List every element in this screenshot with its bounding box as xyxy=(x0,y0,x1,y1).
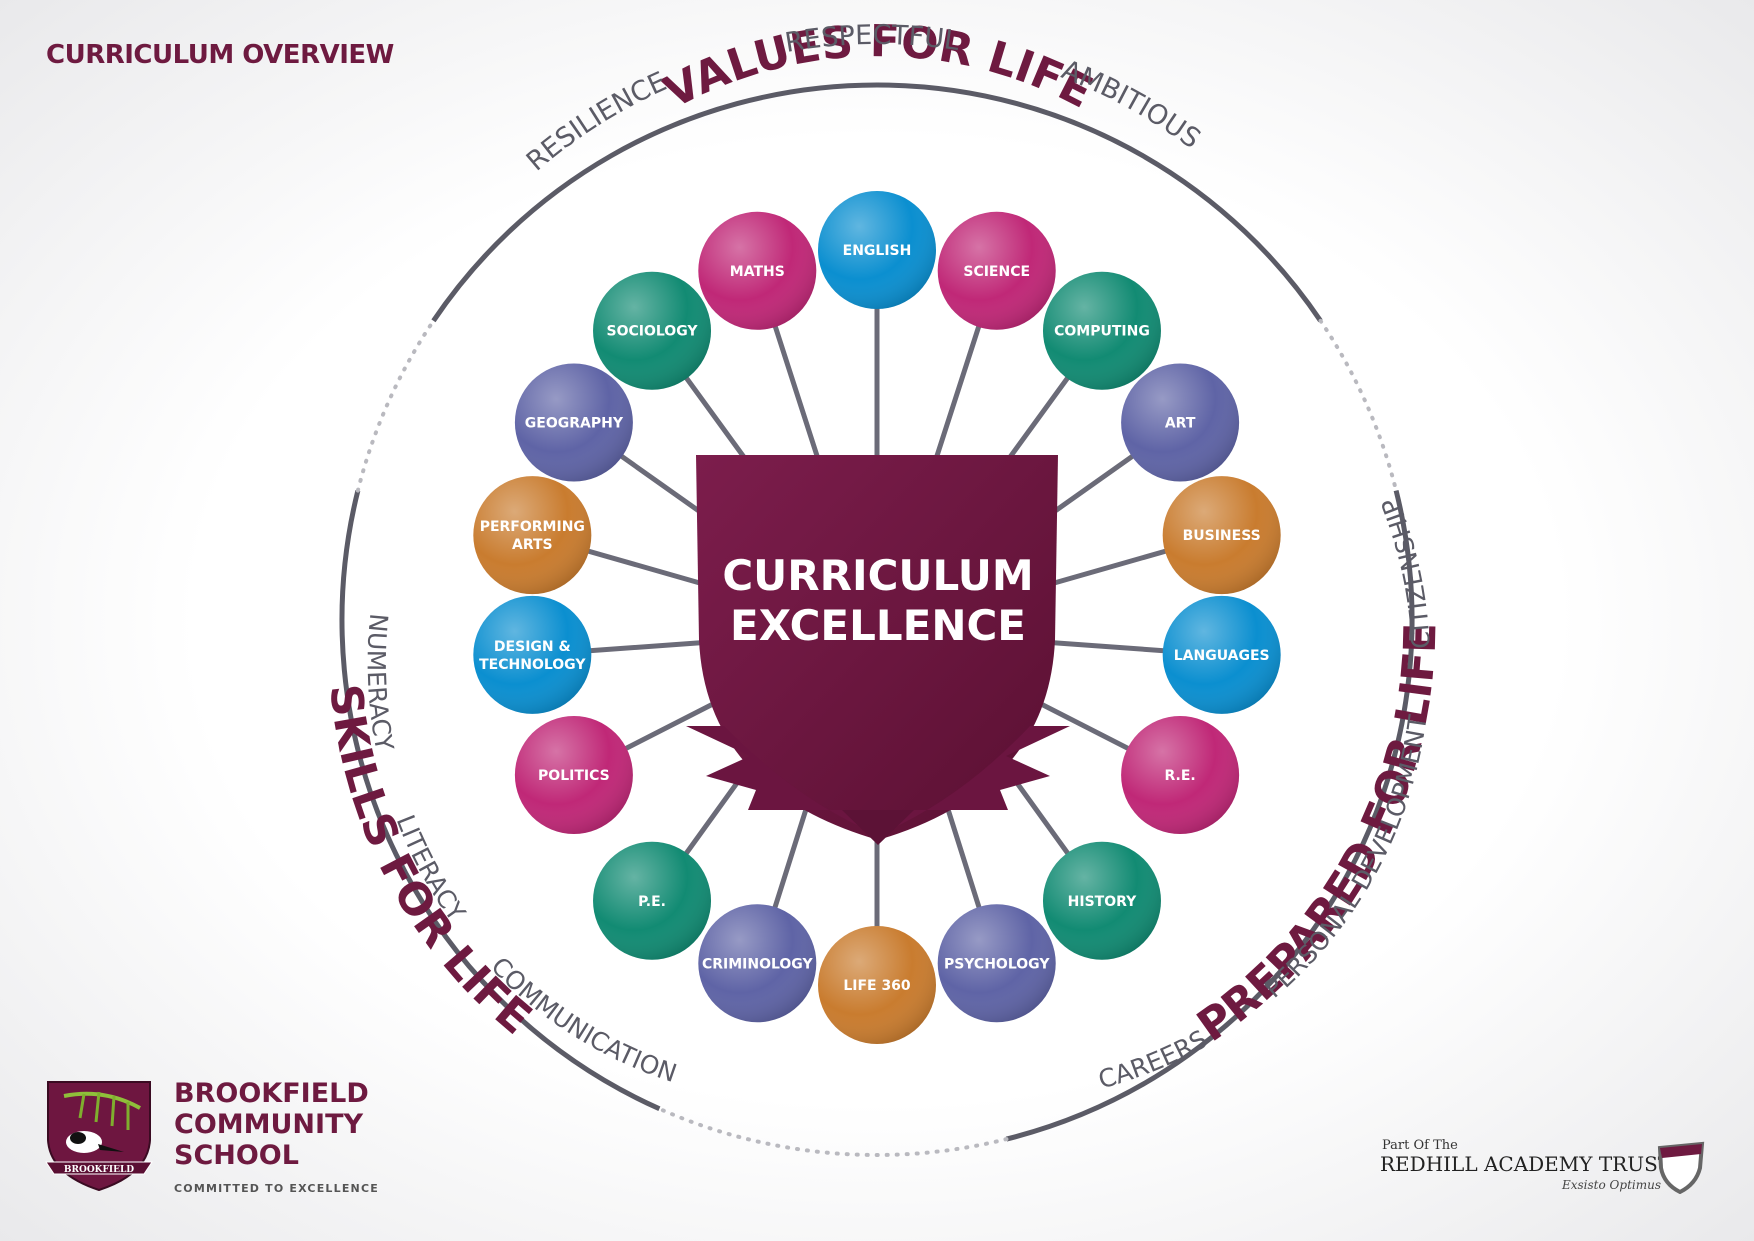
page-title: CURRICULUM OVERVIEW xyxy=(46,40,394,70)
subject-circle-shine xyxy=(593,841,712,960)
subject-label: GEOGRAPHY xyxy=(525,416,624,432)
value-item: RESILIENCE xyxy=(521,66,672,177)
subject-label: CRIMINOLOGY xyxy=(702,956,814,972)
subject-bubble: LANGUAGES xyxy=(1162,595,1281,714)
subject-circle-shine xyxy=(473,476,592,595)
dotted-ring-arc xyxy=(1318,318,1399,493)
subject-label: P.E. xyxy=(638,894,666,910)
subject-circle-shine xyxy=(937,904,1056,1023)
subject-bubble: R.E. xyxy=(1121,716,1240,834)
subject-label: POLITICS xyxy=(538,768,610,784)
subject-bubbles: ENGLISH SCIENCE COMPUTING ART BUSINESS LANGUA… xyxy=(473,191,1281,1044)
subject-bubble: LIFE 360 xyxy=(818,926,936,1044)
subject-bubble: SOCIOLOGY xyxy=(593,271,712,390)
trust-motto: Exsisto Optimus xyxy=(1562,1178,1661,1192)
subject-bubble: HISTORY xyxy=(1042,841,1161,960)
values-ring-arc xyxy=(431,82,1323,323)
trust-name: REDHILL ACADEMY TRUST xyxy=(1380,1152,1672,1176)
subject-bubble: PSYCHOLOGY xyxy=(937,904,1056,1023)
shield-line-1: CURRICULUM xyxy=(722,551,1033,600)
subject-circle-shine xyxy=(1042,841,1161,960)
subject-circle-shine xyxy=(698,904,817,1023)
subject-bubble: DESIGN &TECHNOLOGY xyxy=(473,595,592,714)
subject-bubble: P.E. xyxy=(593,841,712,960)
subject-circle-shine xyxy=(514,363,633,482)
shield-line-2: EXCELLENCE xyxy=(730,601,1026,650)
subject-bubble: GEOGRAPHY xyxy=(514,363,633,482)
subject-circle-shine xyxy=(698,211,817,330)
subject-bubble: ART xyxy=(1121,363,1240,482)
subject-bubble: COMPUTING xyxy=(1042,271,1161,390)
subject-circle-shine xyxy=(1162,476,1281,595)
prepared-item: CITIZENSHIP xyxy=(1376,494,1436,650)
crest-banner-text: BROOKFIELD xyxy=(64,1165,134,1175)
subject-circle-shine xyxy=(1121,363,1240,482)
prepared-item: CAREERS xyxy=(1095,1024,1212,1094)
subject-bubble: POLITICS xyxy=(514,716,633,834)
subject-circle-shine xyxy=(818,191,936,309)
subject-label: ART xyxy=(1165,416,1196,432)
trust-logo: Part Of The REDHILL ACADEMY TRUST Exsist… xyxy=(1380,1138,1710,1198)
subject-circle-shine xyxy=(1042,271,1161,390)
subject-circle-shine xyxy=(818,926,936,1044)
trust-shield-icon xyxy=(1657,1141,1705,1194)
subject-circle-shine xyxy=(514,716,633,834)
subject-label: SOCIOLOGY xyxy=(607,324,699,340)
school-crest-icon: BROOKFIELD xyxy=(45,1081,153,1192)
outer-rings xyxy=(339,82,1415,1158)
subject-label: SCIENCE xyxy=(963,264,1030,280)
subject-label: MATHS xyxy=(730,264,785,280)
subject-circle-shine xyxy=(937,211,1056,330)
subject-bubble: SCIENCE xyxy=(937,211,1056,330)
subject-bubble: MATHS xyxy=(698,211,817,330)
dotted-ring-arc xyxy=(657,1106,1009,1158)
subject-bubble: CRIMINOLOGY xyxy=(698,904,817,1023)
subject-circle-shine xyxy=(1121,716,1240,834)
curriculum-shield: CURRICULUM EXCELLENCE xyxy=(686,455,1070,845)
subject-label: PSYCHOLOGY xyxy=(944,956,1050,972)
subject-label: ENGLISH xyxy=(843,243,912,259)
subject-label: COMPUTING xyxy=(1054,324,1150,340)
dotted-ring-arc xyxy=(355,318,436,493)
skill-item: NUMERACY xyxy=(362,612,400,754)
subject-circle-shine xyxy=(473,595,592,714)
subject-label: LANGUAGES xyxy=(1174,648,1270,664)
subject-label: HISTORY xyxy=(1068,894,1137,910)
subject-label: BUSINESS xyxy=(1183,528,1261,544)
subject-label: R.E. xyxy=(1164,768,1195,784)
subject-bubble: ENGLISH xyxy=(818,191,936,309)
subject-label: LIFE 360 xyxy=(843,978,911,994)
subject-circle-shine xyxy=(1162,595,1281,714)
subject-label: DESIGN &TECHNOLOGY xyxy=(479,639,586,673)
skills-ring-arc xyxy=(339,489,661,1112)
prepared-ring-arc xyxy=(1005,489,1415,1142)
subject-circle-shine xyxy=(593,271,712,390)
trust-pre-text: Part Of The xyxy=(1382,1138,1458,1153)
school-name: BROOKFIELD COMMUNITY SCHOOL xyxy=(174,1078,369,1171)
school-motto: COMMITTED TO EXCELLENCE xyxy=(174,1182,379,1195)
subject-bubble: BUSINESS xyxy=(1162,476,1281,595)
